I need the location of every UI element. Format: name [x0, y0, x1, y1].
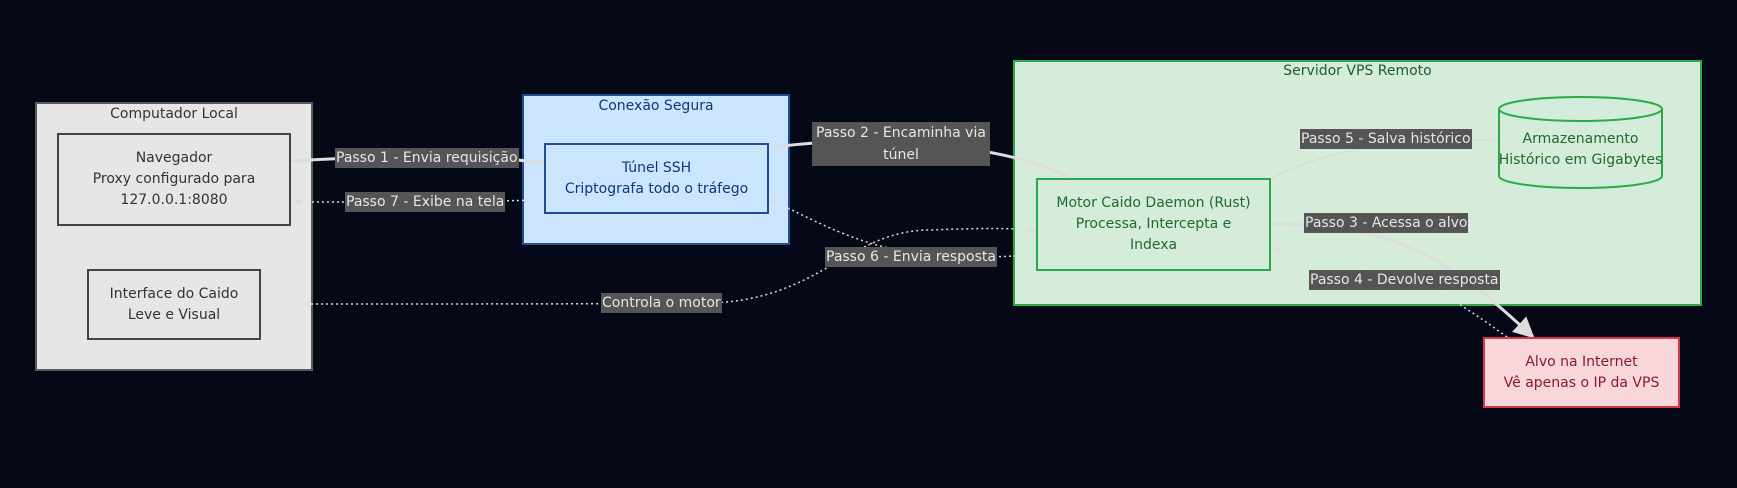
storage-text: Armazenamento Histórico em Gigabytes: [1499, 129, 1663, 171]
ui-line1: Interface do Caido: [109, 285, 239, 302]
browser-line2: Proxy configurado para: [92, 171, 256, 187]
browser-line3: 127.0.0.1:8080: [120, 192, 228, 208]
motor-line2: Processa, Intercepta e: [1075, 216, 1232, 232]
cluster-vps-title: Servidor VPS Remoto: [1283, 63, 1432, 79]
storage-line2: Histórico em Gigabytes: [1498, 151, 1663, 168]
node-browser: Navegador Proxy configurado para 127.0.0…: [57, 133, 291, 226]
node-ssh-tunnel: Túnel SSH Criptografa todo o tráfego: [544, 143, 769, 214]
edge-step6: [768, 198, 1037, 259]
edge-label-step7: Passo 7 - Exibe na tela: [345, 192, 506, 212]
edge-label-step2: Passo 2 - Encaminha via túnel: [812, 122, 990, 166]
target-line2: Vê apenas o IP da VPS: [1503, 374, 1660, 391]
edge-label-step6: Passo 6 - Envia resposta: [825, 247, 997, 267]
edge-label-step2-line2: túnel: [883, 147, 919, 163]
database-cylinder-icon: [1498, 96, 1663, 189]
motor-line1: Motor Caido Daemon (Rust): [1056, 195, 1251, 211]
edge-label-step4: Passo 4 - Devolve resposta: [1309, 270, 1500, 290]
cluster-secure-title: Conexão Segura: [598, 98, 714, 114]
edge-label-step3: Passo 3 - Acessa o alvo: [1304, 213, 1469, 233]
node-caido-daemon: Motor Caido Daemon (Rust) Processa, Inte…: [1036, 178, 1271, 271]
cluster-local-title: Computador Local: [110, 106, 238, 122]
ssh-line2: Criptografa todo o tráfego: [564, 180, 749, 197]
edge-label-control: Controla o motor: [601, 293, 722, 313]
target-line1: Alvo na Internet: [1525, 353, 1638, 370]
edge-label-step2-line1: Passo 2 - Encaminha via: [816, 125, 986, 141]
ssh-line1: Túnel SSH: [621, 159, 692, 176]
edge-control: [260, 225, 1037, 305]
node-internet-target: Alvo na Internet Vê apenas o IP da VPS: [1483, 337, 1680, 408]
storage-line1: Armazenamento: [1522, 130, 1639, 147]
edge-label-step5: Passo 5 - Salva histórico: [1300, 129, 1472, 149]
ui-line2: Leve e Visual: [127, 306, 221, 323]
edge-label-step1: Passo 1 - Envia requisição: [335, 148, 519, 168]
node-caido-interface: Interface do Caido Leve e Visual: [87, 269, 261, 340]
motor-line3: Indexa: [1129, 237, 1178, 253]
browser-line1: Navegador: [135, 150, 213, 166]
edge-step4: [1272, 246, 1508, 338]
node-storage-database: Armazenamento Histórico em Gigabytes: [1498, 96, 1663, 189]
